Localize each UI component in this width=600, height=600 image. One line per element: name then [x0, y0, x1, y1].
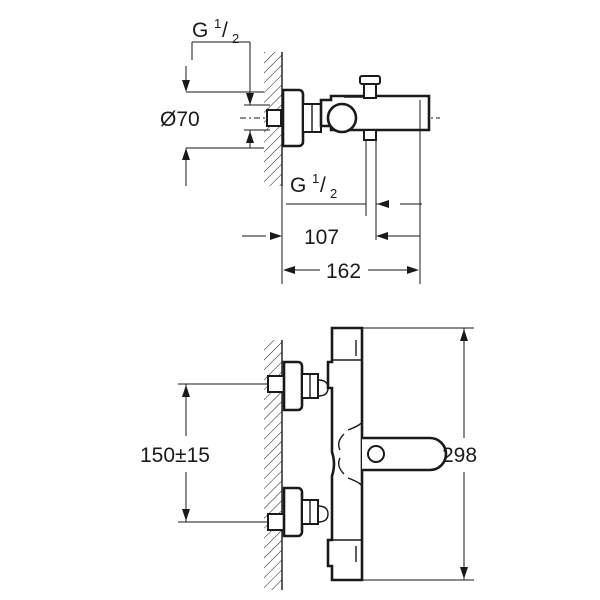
thread-label-top: G 1 / 2: [192, 16, 239, 46]
dim-spacing: 150±15: [140, 444, 210, 467]
front-view: 150±15 298: [140, 326, 477, 590]
dim-162: 162: [326, 260, 361, 283]
svg-text:1: 1: [214, 16, 221, 31]
svg-text:2: 2: [330, 186, 337, 201]
svg-text:2: 2: [232, 31, 239, 46]
svg-text:G: G: [192, 19, 208, 42]
top-view: G 1 / 2 Ø70: [160, 16, 440, 284]
svg-text:G: G: [290, 174, 306, 197]
svg-text:1: 1: [312, 171, 319, 186]
thread-label-bottom: G 1 / 2: [290, 171, 337, 201]
svg-text:/: /: [222, 19, 228, 42]
dim-107: 107: [304, 226, 339, 249]
dim-height: 298: [442, 444, 477, 467]
diameter-label: Ø70: [160, 108, 200, 131]
svg-text:/: /: [320, 174, 326, 197]
